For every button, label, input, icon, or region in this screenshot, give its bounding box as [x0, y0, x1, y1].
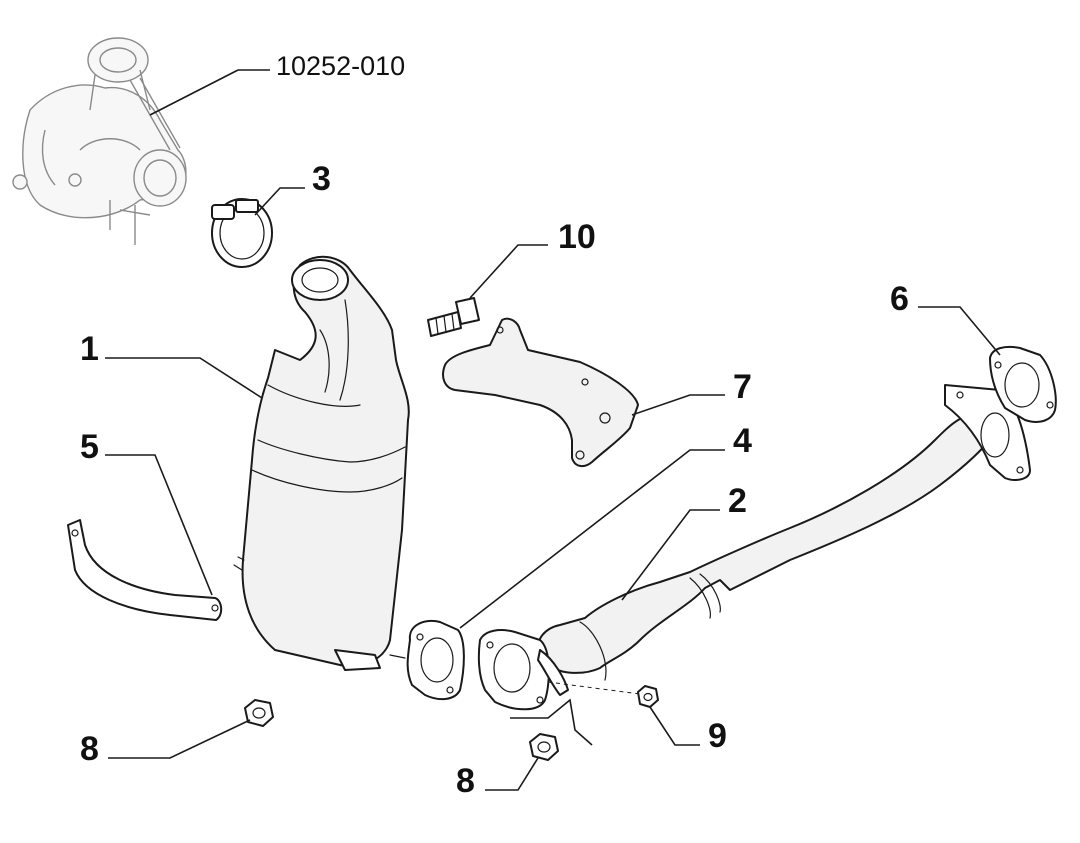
leader-4 [459, 449, 725, 629]
part-8-nut-bottom [529, 733, 559, 761]
leader-3 [254, 187, 305, 216]
callout-1: 1 [80, 330, 99, 368]
part-10-bolt [427, 297, 480, 337]
callout-2: 2 [728, 482, 747, 520]
callout-8-left: 8 [80, 730, 99, 768]
leader-9 [649, 706, 700, 746]
part-3-clamp [211, 198, 273, 268]
callout-10: 10 [558, 218, 596, 256]
part-1-catalytic-converter [233, 255, 410, 671]
part-4-gasket [406, 620, 465, 701]
leader-6 [918, 306, 1001, 356]
callout-3: 3 [312, 160, 331, 198]
callout-7: 7 [733, 368, 752, 406]
ref-code-turbo: 10252-010 [276, 51, 405, 81]
part-6-gasket [989, 345, 1057, 423]
callout-5: 5 [80, 428, 99, 466]
part-9-nut [637, 685, 659, 708]
leader-2 [621, 509, 720, 601]
part-8-nut-left [244, 699, 274, 727]
leader-10 [469, 244, 548, 299]
part-7-support-bracket [442, 317, 639, 468]
callout-4: 4 [733, 422, 752, 460]
leader-5 [105, 454, 213, 596]
leader-8-left [108, 719, 251, 759]
leader-1 [105, 357, 263, 399]
leader-7 [631, 394, 725, 416]
leader-ref-turbo [149, 69, 239, 116]
leader-8-bottom [485, 757, 539, 791]
part-5-bracket-strap [67, 519, 223, 621]
part-2-front-pipe [477, 384, 1031, 711]
turbocharger-reference [12, 37, 187, 245]
callout-8-bottom: 8 [456, 762, 475, 800]
callout-6: 6 [890, 280, 909, 318]
callout-9: 9 [708, 717, 727, 755]
